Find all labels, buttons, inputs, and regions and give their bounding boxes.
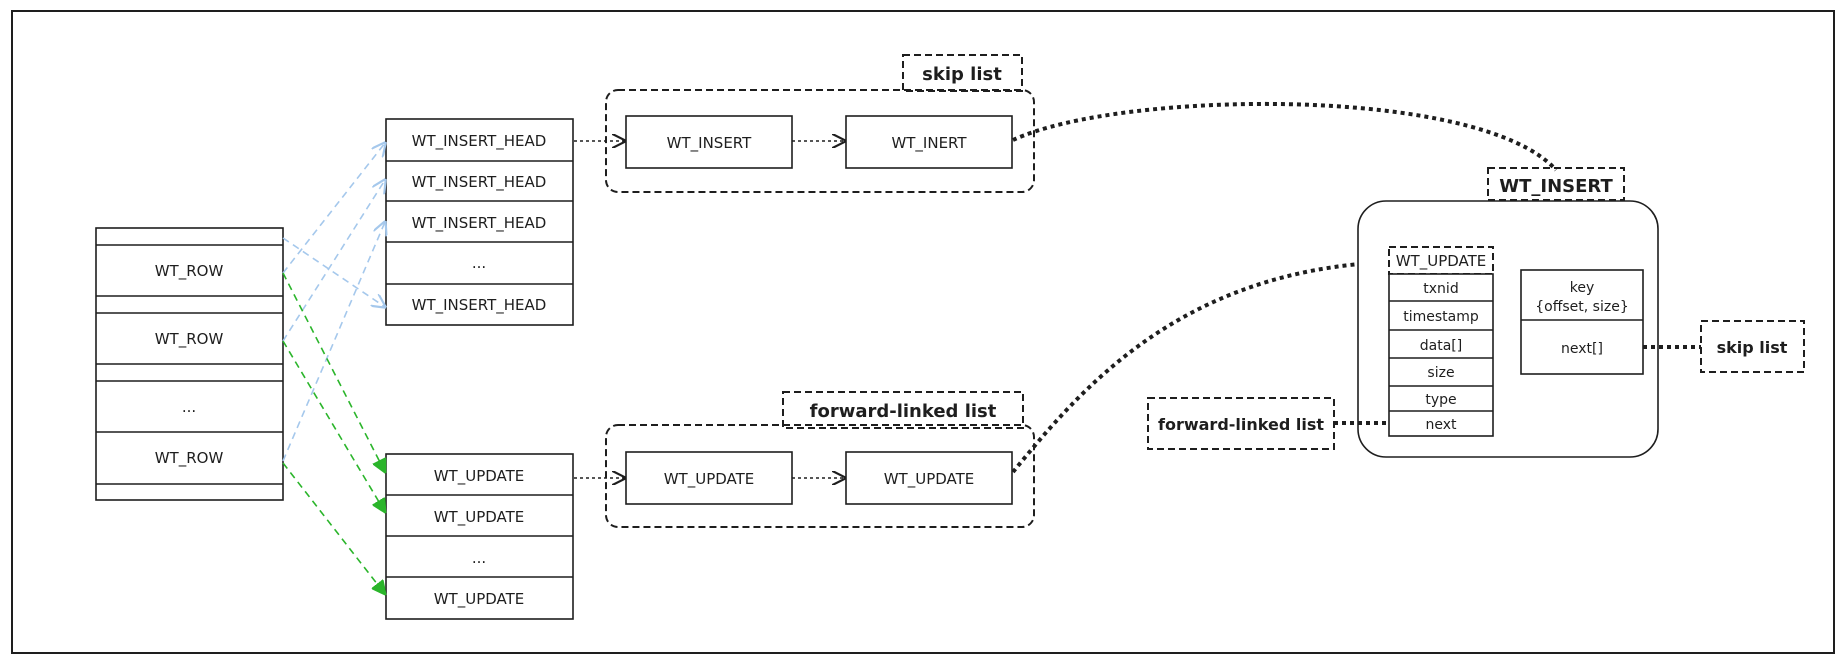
wt-update-struct-title: WT_UPDATE	[1396, 252, 1487, 271]
update-ellipsis: ...	[472, 549, 486, 567]
key-offset-size: {offset, size}	[1535, 299, 1628, 315]
update-cell: WT_UPDATE	[434, 467, 525, 486]
forward-list-node: WT_UPDATE	[664, 470, 755, 489]
wt-row-cell: WT_ROW	[155, 330, 224, 349]
forward-list-side-label: forward-linked list	[1158, 415, 1324, 434]
update-field-size: size	[1427, 365, 1454, 381]
side-labels: skip list forward-linked list	[1147, 320, 1805, 450]
update-field-data: data[]	[1420, 338, 1462, 354]
skip-list-title: skip list	[922, 64, 1002, 85]
forward-list-title: forward-linked list	[810, 401, 997, 422]
row-to-insert-head-arrows	[282, 143, 385, 462]
forward-list-group: forward-linked list WT_UPDATE WT_UPDATE	[574, 391, 1035, 528]
wt-row-cell: WT_ROW	[155, 449, 224, 468]
wt-insert-detail: WT_INSERT WT_UPDATE txnid timestamp data…	[1357, 167, 1659, 458]
insert-head-array: WT_INSERT_HEAD WT_INSERT_HEAD WT_INSERT_…	[385, 118, 574, 326]
insert-head-cell: WT_INSERT_HEAD	[412, 214, 547, 233]
skip-list-node: WT_INSERT	[667, 134, 752, 153]
wt-insert-detail-title: WT_INSERT	[1499, 176, 1613, 197]
next-array-field: next[]	[1561, 341, 1603, 357]
wt-row-ellipsis: ...	[182, 398, 196, 416]
update-cell: WT_UPDATE	[434, 508, 525, 527]
forward-list-node: WT_UPDATE	[884, 470, 975, 489]
row-to-update-arrows	[282, 272, 385, 594]
update-field-txnid: txnid	[1423, 281, 1458, 297]
insert-head-cell: WT_INSERT_HEAD	[412, 296, 547, 315]
insert-head-cell: WT_INSERT_HEAD	[412, 173, 547, 192]
update-cell: WT_UPDATE	[434, 590, 525, 609]
insert-head-cell: WT_INSERT_HEAD	[412, 132, 547, 151]
update-array: WT_UPDATE WT_UPDATE ... WT_UPDATE	[385, 453, 574, 620]
update-field-next: next	[1425, 417, 1457, 433]
outer-frame	[11, 10, 1835, 654]
key-field: key	[1570, 280, 1595, 296]
update-field-timestamp: timestamp	[1403, 309, 1479, 325]
skip-list-node: WT_INERT	[891, 134, 967, 153]
skip-list-side-label: skip list	[1717, 338, 1788, 357]
update-field-type: type	[1425, 392, 1456, 408]
wt-row-array: WT_ROW WT_ROW ... WT_ROW	[95, 227, 284, 501]
skip-list-group: skip list WT_INSERT WT_INERT	[574, 54, 1035, 193]
insert-head-ellipsis: ...	[472, 254, 486, 272]
wt-row-cell: WT_ROW	[155, 262, 224, 281]
